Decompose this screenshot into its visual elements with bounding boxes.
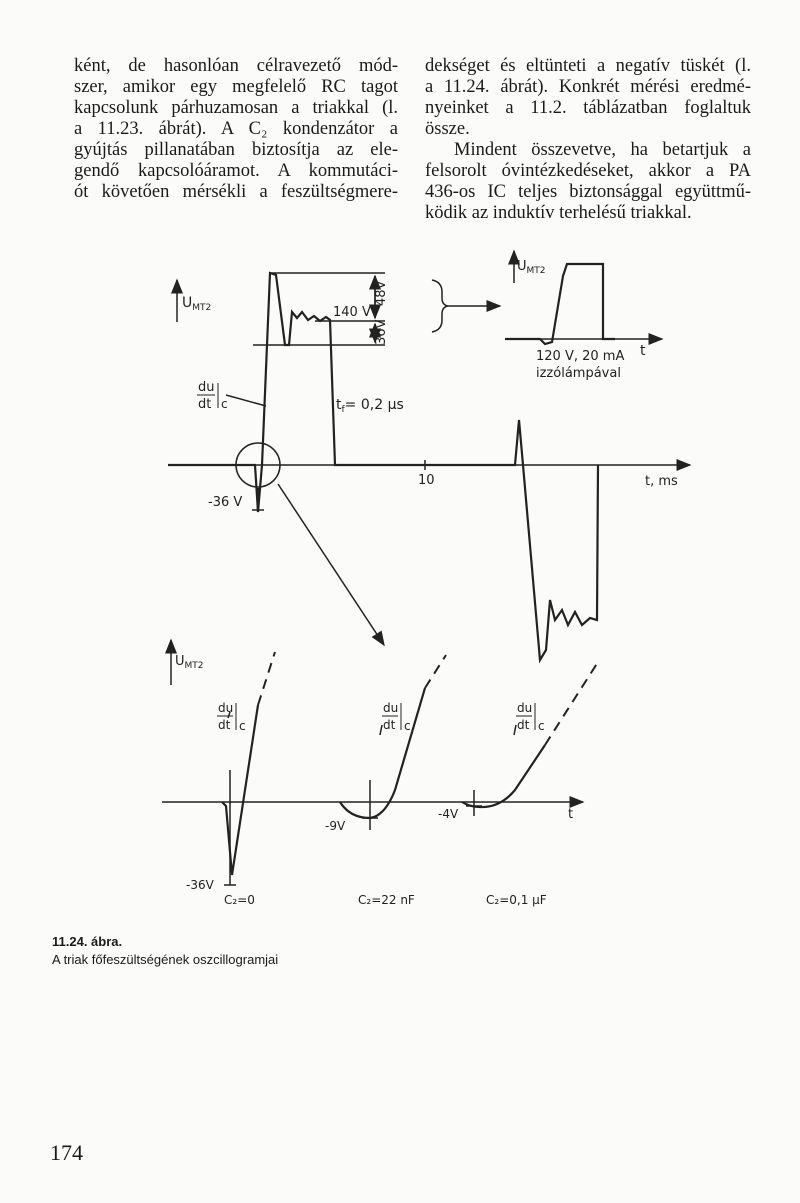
inset-waveform [505, 262, 615, 346]
svg-text:du: du [383, 701, 398, 715]
top-y-label: UMT2 [182, 295, 211, 313]
curve-c2-22nf [339, 687, 427, 820]
text-line: szer, amikor egy megfelelő RC tagot [74, 77, 398, 97]
text-line: gyújtás pillanatában biztosítja az ele- [74, 140, 398, 160]
text-line: Mindent összevetve, ha betartjuk a [425, 140, 751, 160]
tick-10: 10 [418, 473, 435, 488]
text-line: gendő kapcsolóáramot. A kommutáci- [74, 161, 398, 181]
text-line: ködik az induktív terhelésű triakkal. [425, 203, 692, 223]
dudt-label-1: du dt c [217, 701, 246, 733]
text-line: össze. [425, 119, 470, 139]
zoom-circle [235, 442, 281, 488]
top-x-label: t, ms [645, 474, 678, 489]
right-text-column: dekséget és eltünteti a negatív tüskét (… [425, 56, 751, 224]
label-c2-0: C₂=0 [224, 893, 255, 907]
svg-text:du: du [218, 701, 233, 715]
top-dudt-sub: c [221, 397, 228, 411]
label-neg36v: -36 V [208, 495, 242, 510]
inset-y-label: UMT2 [517, 259, 546, 276]
bottom-y-label: UMT2 [175, 654, 204, 671]
text-line: ót követően mérsékli a feszültségmere- [74, 182, 398, 202]
label-c2-01uf: C₂=0,1 μF [486, 893, 547, 907]
inset-note-1: 120 V, 20 mA [536, 349, 624, 364]
text-line: 436-os IC teljes biztonsággal együttmű- [425, 182, 751, 202]
inset-note-2: izzólámpával [536, 366, 621, 381]
text-line: dekséget és eltünteti a negatív tüskét (… [425, 56, 751, 76]
svg-text:c: c [239, 719, 246, 733]
text-line: felsorolt óvintézkedéseket, akkor a PA [425, 161, 751, 181]
tf-label: tf= 0,2 μs [336, 397, 404, 415]
curve-c2-0 [221, 704, 260, 876]
label-neg9v: -9V [325, 819, 346, 833]
label-neg4v: -4V [438, 807, 459, 821]
text-line: a 11.23. ábrát). A C₂ kondenzátor a [74, 119, 398, 139]
svg-text:dt: dt [383, 718, 396, 732]
curve-c2-01uf [461, 744, 546, 809]
text-line: nyeinket a 11.2. táblázatban foglaltuk [425, 98, 751, 118]
dudt-label-2: du dt c [382, 701, 411, 733]
svg-text:c: c [404, 719, 411, 733]
dudt-label-3: du dt c [516, 701, 545, 733]
label-140v: 140 V [333, 305, 371, 320]
svg-text:dt: dt [218, 718, 231, 732]
zoom-arrow [277, 483, 385, 647]
top-waveform [168, 271, 600, 664]
top-dudt-den: dt [198, 397, 211, 412]
label-c2-22nf: C₂=22 nF [358, 893, 415, 907]
figure-number: 11.24. ábra. [52, 934, 123, 949]
top-dudt-num: du [198, 380, 215, 395]
svg-text:c: c [538, 719, 545, 733]
label-neg36v-bottom: -36V [186, 878, 215, 892]
label-36v: 36V [374, 319, 389, 345]
label-48v: 48V [374, 280, 389, 306]
page-number: 174 [50, 1140, 83, 1165]
svg-text:du: du [517, 701, 532, 715]
figure-caption: A triak főfeszültségének oszcillogramjai [52, 952, 279, 967]
svg-text:dt: dt [517, 718, 530, 732]
text-line: ként, de hasonlóan célravezető mód- [74, 56, 398, 76]
brace [431, 279, 449, 333]
text-line: a 11.24. ábrát). Konkrét mérési eredmé- [425, 77, 751, 97]
left-text-column: ként, de hasonlóan célravezető mód- szer… [74, 56, 398, 203]
bottom-x-label: t [568, 807, 573, 822]
text-line: kapcsolunk párhuzamosan a triakkal (l. [74, 98, 398, 118]
inset-x-label: t [640, 343, 646, 359]
